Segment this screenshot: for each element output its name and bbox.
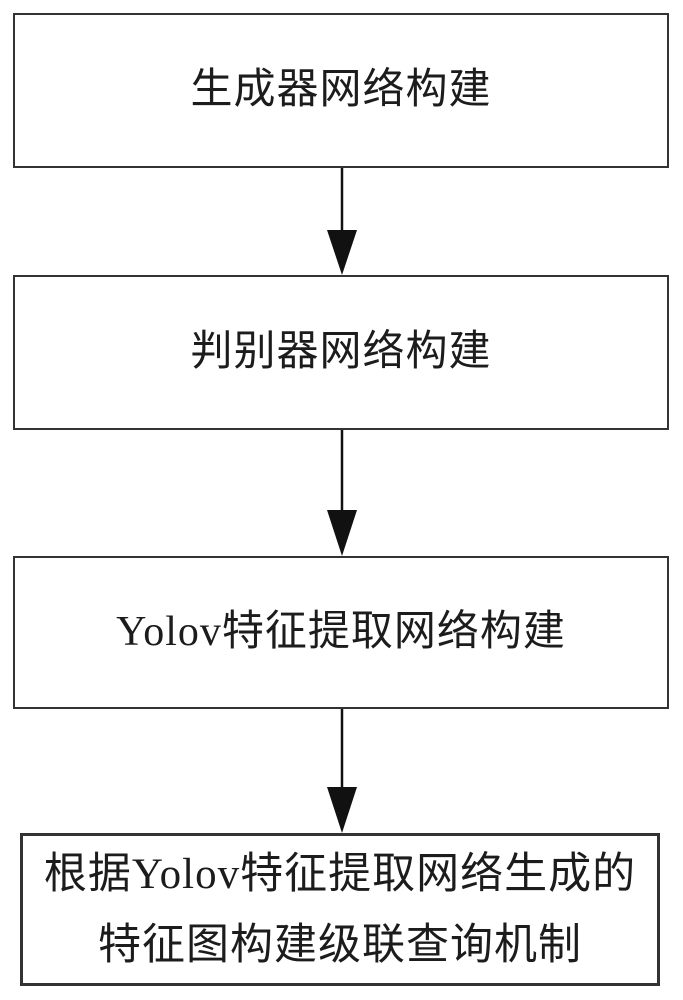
- flow-box-label-line2: 特征图构建级联查询机制: [98, 921, 582, 969]
- arrow-down-icon: [327, 430, 357, 556]
- flow-box-label-line1: 根据Yolov特征提取网络生成的: [43, 850, 637, 898]
- flow-box-yolov-feature-network: Yolov特征提取网络构建: [13, 556, 669, 709]
- flow-box-label: Yolov特征提取网络构建: [116, 609, 566, 656]
- flow-box-label: 生成器网络构建: [190, 67, 492, 114]
- flow-box-generator-network: 生成器网络构建: [13, 13, 669, 168]
- flow-box-label: 判别器网络构建: [190, 329, 492, 376]
- arrow-down-icon: [327, 709, 357, 833]
- flow-box-cascade-query: 根据Yolov特征提取网络生成的 特征图构建级联查询机制: [20, 833, 660, 986]
- arrow-down-icon: [327, 168, 357, 275]
- flow-box-discriminator-network: 判别器网络构建: [13, 275, 669, 430]
